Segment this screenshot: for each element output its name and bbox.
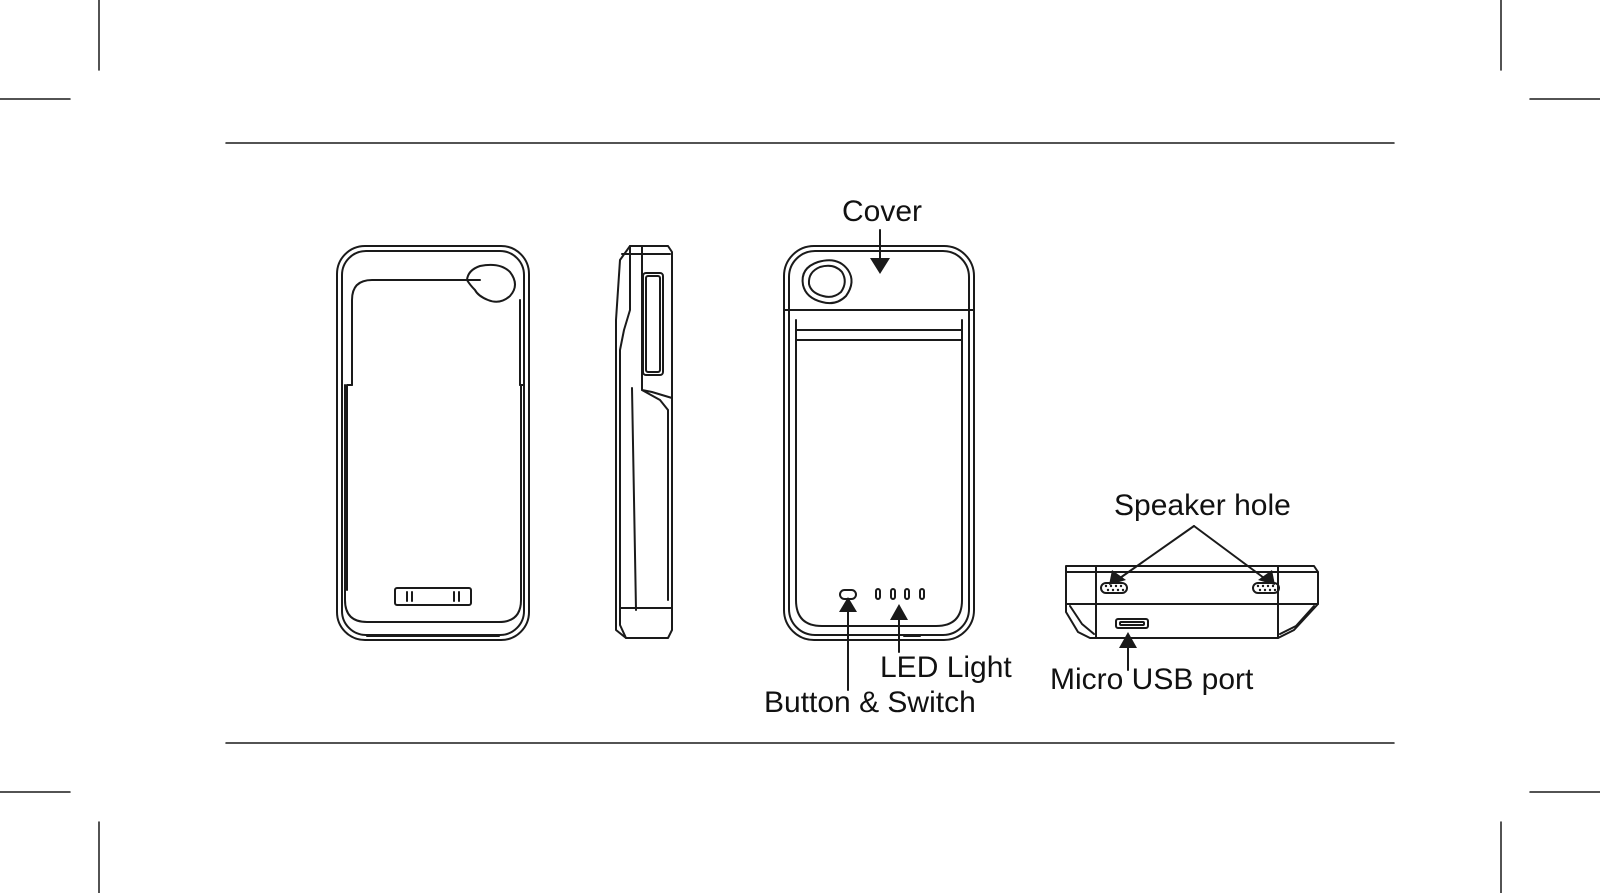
label-cover: Cover: [842, 195, 922, 228]
case-back-view: [784, 246, 974, 640]
label-speaker-hole: Speaker hole: [1114, 489, 1291, 522]
case-inside-view: [337, 246, 529, 640]
case-side-view: [616, 246, 672, 638]
label-micro-usb-port: Micro USB port: [1050, 663, 1254, 696]
speaker-grille-dots: [1105, 585, 1276, 591]
case-bottom-view: [1066, 566, 1318, 638]
label-button-switch: Button & Switch: [764, 686, 976, 719]
label-led-light: LED Light: [880, 651, 1012, 684]
leader-lines: [848, 230, 1264, 690]
